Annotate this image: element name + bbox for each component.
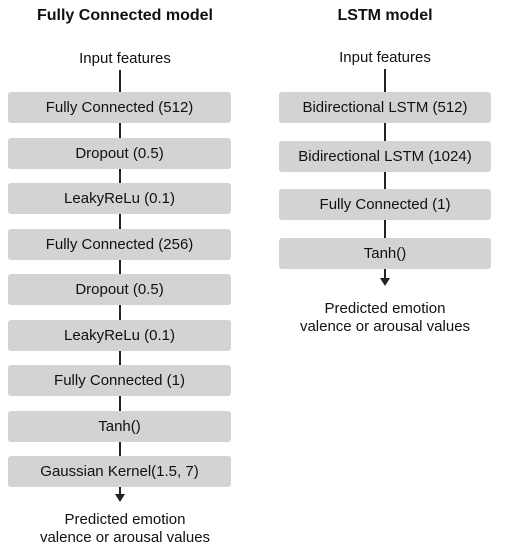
lstm-model-title: LSTM model: [337, 7, 433, 24]
lstm-input-label: Input features: [339, 49, 431, 66]
fc-layer-9: Gaussian Kernel(1.5, 7): [8, 456, 231, 487]
lstm-output-arrow-line: [384, 269, 386, 278]
fc-layer-4: Fully Connected (256): [8, 229, 231, 260]
fc-output-label-line2: valence or arousal values: [39, 529, 211, 546]
fc-connector: [119, 442, 121, 456]
lstm-output-label-line1: Predicted emotion: [324, 300, 446, 317]
fc-layer-1: Fully Connected (512): [8, 92, 231, 123]
lstm-layer-2: Bidirectional LSTM (1024): [279, 141, 491, 172]
fc-layer-3: LeakyReLu (0.1): [8, 183, 231, 214]
fc-input-label: Input features: [79, 50, 171, 67]
lstm-output-label-line2: valence or arousal values: [299, 318, 471, 335]
arrow-down-icon: [380, 278, 390, 286]
arrow-down-icon: [115, 494, 125, 502]
fc-connector: [119, 396, 121, 411]
lstm-layer-1: Bidirectional LSTM (512): [279, 92, 491, 123]
fc-layer-6: LeakyReLu (0.1): [8, 320, 231, 351]
fc-connector: [119, 70, 121, 92]
lstm-layer-4: Tanh(): [279, 238, 491, 269]
lstm-model-column: LSTM model Input features Bidirectional …: [263, 0, 507, 550]
lstm-connector: [384, 69, 386, 92]
fc-connector: [119, 214, 121, 229]
fc-layer-5: Dropout (0.5): [8, 274, 231, 305]
fc-connector: [119, 305, 121, 320]
fc-connector: [119, 260, 121, 274]
fc-output-arrow-line: [119, 487, 121, 494]
fc-layer-8: Tanh(): [8, 411, 231, 442]
fc-connector: [119, 123, 121, 138]
fc-connector: [119, 169, 121, 183]
fc-layer-2: Dropout (0.5): [8, 138, 231, 169]
lstm-connector: [384, 220, 386, 238]
fc-layer-7: Fully Connected (1): [8, 365, 231, 396]
lstm-connector: [384, 123, 386, 141]
fc-output-label-line1: Predicted emotion: [64, 511, 186, 528]
fully-connected-model-column: Fully Connected model Input features Ful…: [0, 0, 250, 550]
lstm-connector: [384, 172, 386, 189]
fc-model-title: Fully Connected model: [36, 7, 213, 24]
fc-connector: [119, 351, 121, 365]
lstm-layer-3: Fully Connected (1): [279, 189, 491, 220]
